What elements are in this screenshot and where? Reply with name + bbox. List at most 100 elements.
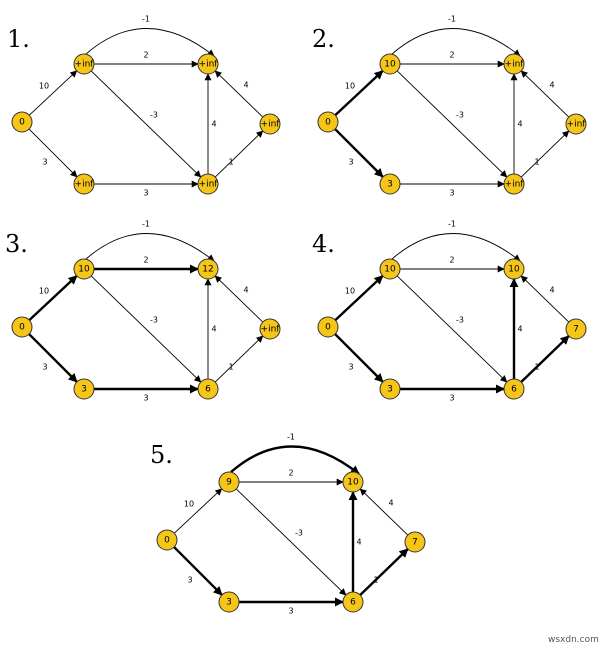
edge-de-bold [520, 335, 570, 383]
edge-weight-label: -3 [150, 316, 158, 325]
edge-weight-label: 4 [388, 499, 393, 508]
edge-ad [90, 70, 202, 178]
edge-weight-label: 3 [187, 576, 192, 585]
step-label: 3. [5, 230, 28, 258]
edge-weight-label: 4 [549, 286, 554, 295]
node-value-s: 0 [19, 118, 25, 128]
edge-weight-label: 10 [184, 500, 194, 509]
edge-sc-bold [28, 333, 78, 383]
node-a [379, 258, 401, 280]
node-value-b: 10 [508, 265, 520, 275]
node-value-d: +inf [505, 180, 525, 190]
edge-weight-label: 2 [143, 51, 148, 60]
node-value-c: 3 [226, 598, 232, 608]
edge-weight-label: -3 [295, 529, 303, 538]
edge-de [214, 130, 264, 178]
node-value-a: +inf [75, 60, 95, 70]
node-value-b: 12 [202, 265, 213, 275]
edge-weight-label: -3 [150, 111, 158, 120]
edge-weight-label: -1 [287, 433, 295, 442]
edge-weight-label: 10 [345, 287, 355, 296]
edge-weight-label: 1 [373, 576, 378, 585]
edge-weight-label: 3 [143, 394, 148, 403]
edge-weight-label: 4 [243, 81, 248, 90]
edge-weight-label: 4 [211, 325, 216, 334]
edge-ad [90, 275, 202, 383]
node-d [503, 378, 525, 400]
node-d [503, 173, 525, 195]
edge-weight-label: -1 [448, 15, 456, 24]
node-a [379, 53, 401, 75]
edge-weight-label: 3 [42, 363, 47, 372]
edge-weight-label: 4 [356, 538, 361, 547]
node-e [404, 531, 426, 553]
edge-weight-label: 2 [143, 256, 148, 265]
edge-ba [391, 28, 521, 57]
edge-weight-label: 10 [39, 287, 49, 296]
edge-weight-label: -3 [456, 111, 464, 120]
node-c [73, 378, 95, 400]
edge-weight-label: 2 [449, 256, 454, 265]
node-value-b: +inf [505, 60, 525, 70]
node-d [197, 173, 219, 195]
edge-weight-label: 2 [288, 469, 293, 478]
step-label: 2. [312, 25, 335, 53]
edge-sa [173, 488, 223, 534]
node-value-a: 10 [78, 265, 90, 275]
node-value-d: 6 [350, 598, 356, 608]
node-d [197, 378, 219, 400]
edge-weight-label: 1 [534, 363, 539, 372]
edge-eb [214, 70, 264, 118]
node-value-e: +inf [567, 120, 587, 130]
edge-weight-label: 4 [549, 81, 554, 90]
node-e [565, 318, 587, 340]
edge-weight-label: 1 [228, 363, 233, 372]
edge-sa-bold [334, 274, 384, 322]
watermark: wsxdn.com [548, 635, 599, 645]
node-value-d: +inf [199, 180, 219, 190]
node-s [11, 316, 33, 338]
edge-weight-label: -1 [142, 15, 150, 24]
node-c [379, 378, 401, 400]
edge-weight-label: 10 [39, 82, 49, 91]
node-d [342, 591, 364, 613]
node-a [73, 258, 95, 280]
edge-sa-bold [28, 274, 78, 322]
edge-weight-label: 3 [288, 607, 293, 616]
edge-weight-label: 3 [42, 158, 47, 167]
step-label: 1. [7, 25, 30, 53]
node-s [317, 316, 339, 338]
edge-eb [214, 275, 264, 323]
node-value-c: 3 [387, 180, 393, 190]
edge-weight-label: 4 [517, 120, 522, 129]
edge-weight-label: 4 [243, 286, 248, 295]
node-value-b: +inf [199, 60, 219, 70]
node-value-s: 0 [325, 118, 331, 128]
node-value-s: 0 [164, 536, 170, 546]
node-value-a: 10 [384, 265, 396, 275]
node-value-s: 0 [325, 323, 331, 333]
node-value-c: 3 [81, 385, 87, 395]
edge-eb [520, 70, 570, 118]
node-c [73, 173, 95, 195]
edge-weight-label: 3 [348, 363, 353, 372]
step-label: 4. [312, 230, 335, 258]
node-a [73, 53, 95, 75]
node-s [11, 111, 33, 133]
edge-sc-bold [173, 546, 223, 596]
edge-sc [28, 128, 78, 178]
node-value-b: 10 [347, 478, 359, 488]
node-e [259, 318, 281, 340]
edge-de [214, 335, 264, 383]
edge-ba [85, 233, 215, 262]
edge-de-bold [359, 548, 409, 596]
edge-ba-bold [230, 445, 360, 475]
node-s [317, 111, 339, 133]
node-e [259, 113, 281, 135]
node-value-e: +inf [261, 325, 281, 335]
